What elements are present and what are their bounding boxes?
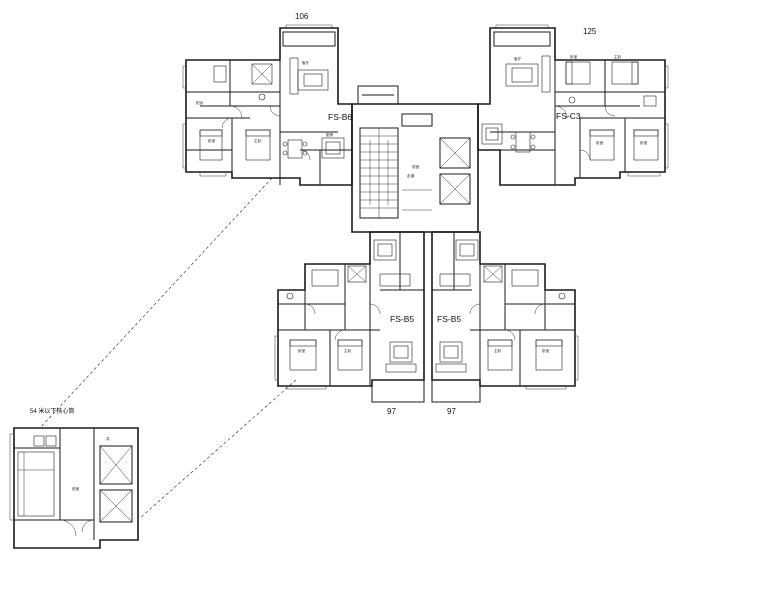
svg-text:卧室: 卧室 bbox=[640, 140, 648, 145]
svg-text:主卧: 主卧 bbox=[254, 138, 262, 143]
detail-title: 54 米以下核心筒 bbox=[30, 407, 74, 415]
svg-text:主卧: 主卧 bbox=[494, 348, 502, 353]
svg-text:前室: 前室 bbox=[72, 486, 80, 491]
svg-text:卧室: 卧室 bbox=[570, 54, 578, 59]
svg-text:阳台: 阳台 bbox=[196, 100, 204, 105]
svg-text:走道: 走道 bbox=[407, 173, 415, 178]
svg-text:主卧: 主卧 bbox=[344, 348, 352, 353]
svg-text:客厅: 客厅 bbox=[514, 56, 522, 61]
central-core: 前室 走道 bbox=[351, 85, 479, 233]
area-label-bottom-left: 97 bbox=[387, 407, 396, 416]
unit-fs-b5-left: 卧室 主卧 bbox=[274, 231, 425, 403]
svg-text:井: 井 bbox=[106, 436, 110, 441]
unit-fs-b6: 阳台 卧室 主卧 客厅 厨房 bbox=[182, 24, 353, 186]
unit-label-top-left: FS-B6 bbox=[328, 112, 352, 122]
unit-label-top-right: FS-C3 bbox=[556, 111, 581, 121]
svg-text:卧室: 卧室 bbox=[298, 348, 306, 353]
unit-label-bottom-right: FS-B5 bbox=[437, 314, 461, 324]
unit-fs-c3: 客厅 卧室 主卧 卧室 卧室 bbox=[477, 24, 669, 186]
svg-text:厨房: 厨房 bbox=[326, 132, 334, 137]
area-label-top-left: 106 bbox=[295, 12, 309, 21]
detail-callout-lines bbox=[39, 177, 297, 519]
core-detail-below-54m: 前室 井 bbox=[9, 427, 139, 549]
area-label-bottom-right: 97 bbox=[447, 407, 456, 416]
svg-text:前室: 前室 bbox=[412, 164, 420, 169]
unit-fs-b5-right: 主卧 卧室 bbox=[431, 231, 579, 403]
svg-text:主卧: 主卧 bbox=[614, 54, 622, 59]
svg-text:卧室: 卧室 bbox=[542, 348, 550, 353]
area-label-top-right: 125 bbox=[583, 27, 597, 36]
svg-text:卧室: 卧室 bbox=[596, 140, 604, 145]
svg-text:客厅: 客厅 bbox=[302, 60, 310, 65]
svg-text:卧室: 卧室 bbox=[208, 138, 216, 143]
unit-label-bottom-left: FS-B5 bbox=[390, 314, 414, 324]
